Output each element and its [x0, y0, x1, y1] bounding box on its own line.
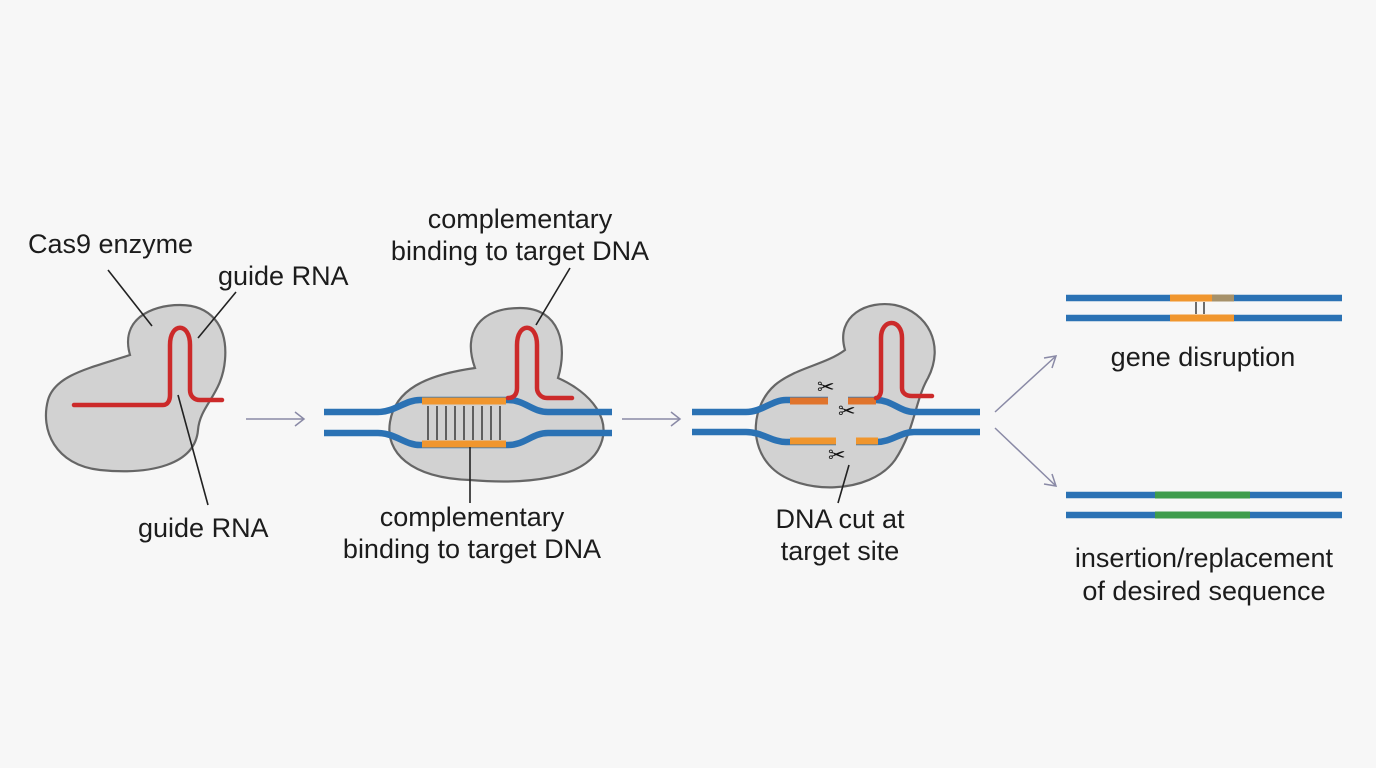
- label-cas9-enzyme: Cas9 enzyme: [28, 229, 193, 259]
- scissors-icon-1: ✂: [817, 375, 835, 399]
- label-gene-disruption: gene disruption: [1111, 342, 1296, 372]
- arrow-head-2: [670, 411, 682, 427]
- label-guide-rna-top: guide RNA: [218, 261, 349, 291]
- label-binding-top-line1: complementary: [428, 204, 613, 234]
- step3-dna-cut: ✂ ✂ ✂ DNA cut at target site: [692, 303, 980, 566]
- scissors-icon-2: ✂: [838, 399, 856, 423]
- leader-cas9: [107, 269, 153, 327]
- leader-cut: [837, 464, 850, 504]
- label-binding-bottom-line1: complementary: [380, 502, 565, 532]
- guide-rna-strand-3: [873, 320, 935, 401]
- leader-binding-top: [535, 267, 571, 326]
- cas9-enzyme-shape: [44, 303, 227, 473]
- arrow-head-1: [294, 411, 306, 427]
- leader-guide-rna-bottom: [177, 394, 209, 506]
- step1-cas9-complex: Cas9 enzyme guide RNA guide RNA: [28, 229, 349, 543]
- label-insertion-line1: insertion/replacement: [1075, 543, 1334, 573]
- label-binding-bottom-line2: binding to target DNA: [343, 534, 601, 564]
- arrow-to-insertion: [994, 427, 1057, 487]
- label-guide-rna-bottom: guide RNA: [138, 513, 269, 543]
- cas9-enzyme-shape-2: [388, 306, 605, 483]
- label-cut-line2: target site: [781, 536, 900, 566]
- arrow-head-insertion: [1043, 473, 1058, 487]
- arrow-head-disruption: [1043, 355, 1058, 369]
- scissors-icon-3: ✂: [828, 443, 846, 467]
- leader-guide-rna-top: [197, 291, 237, 339]
- guide-rna-strand: [71, 325, 225, 408]
- outcome-insertion: insertion/replacement of desired sequenc…: [1066, 491, 1342, 606]
- label-binding-top-line2: binding to target DNA: [391, 236, 649, 266]
- outcome-gene-disruption: gene disruption: [1066, 294, 1342, 372]
- arrow-to-disruption: [994, 355, 1057, 413]
- hydrogen-bonds: [427, 406, 501, 440]
- guide-rna-strand-2: [505, 325, 575, 401]
- label-cut-line1: DNA cut at: [775, 504, 905, 534]
- label-insertion-line2: of desired sequence: [1082, 576, 1325, 606]
- step2-binding: complementary binding to target DNA comp…: [324, 204, 649, 564]
